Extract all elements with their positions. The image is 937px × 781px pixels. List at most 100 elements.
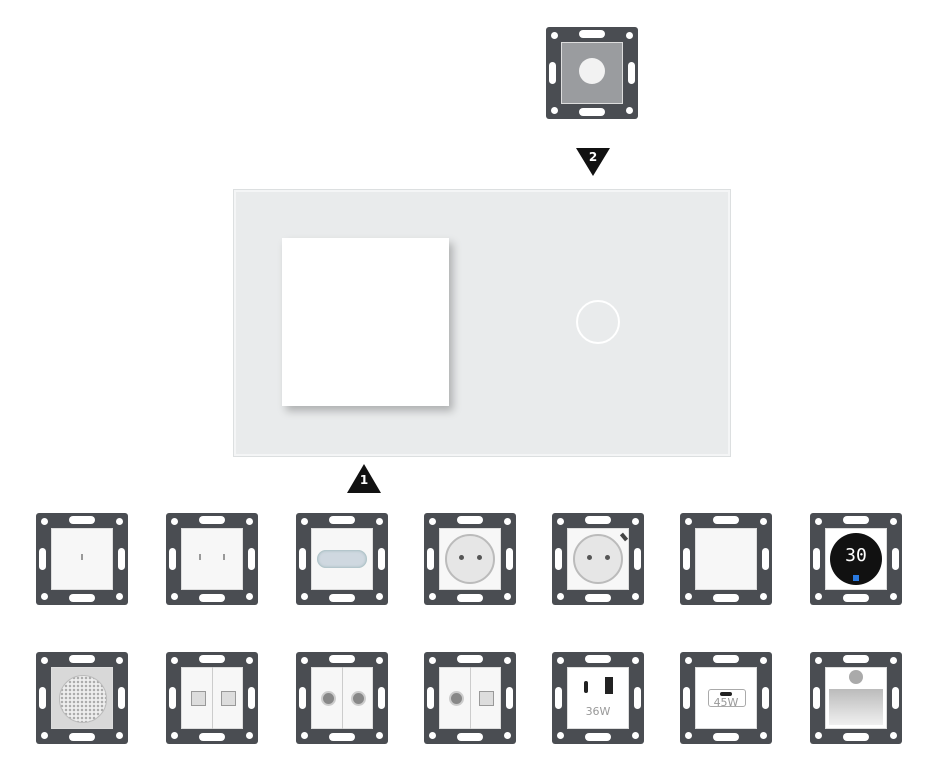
screw-hole bbox=[429, 518, 436, 525]
module-switch-1[interactable] bbox=[36, 513, 128, 605]
mount-slot bbox=[585, 733, 611, 741]
module-socket-usb[interactable] bbox=[552, 513, 644, 605]
rj45-port-icon bbox=[479, 691, 494, 706]
mount-slot bbox=[457, 594, 483, 602]
mount-slot bbox=[579, 30, 605, 38]
screw-hole bbox=[171, 518, 178, 525]
coax-port-icon bbox=[321, 691, 336, 706]
screw-hole bbox=[760, 518, 767, 525]
socket-pin-hole bbox=[459, 555, 464, 560]
screw-hole bbox=[890, 593, 897, 600]
motion-sensor-icon bbox=[849, 670, 863, 684]
module-tv-rj45[interactable] bbox=[424, 652, 516, 744]
module-thermostat[interactable]: 30 bbox=[810, 513, 902, 605]
home-icon bbox=[853, 575, 859, 581]
screw-hole bbox=[626, 107, 633, 114]
screw-hole bbox=[41, 657, 48, 664]
screw-hole bbox=[41, 518, 48, 525]
module-step-light[interactable] bbox=[810, 652, 902, 744]
screw-hole bbox=[626, 32, 633, 39]
module-face bbox=[695, 528, 757, 590]
touch-circle-icon[interactable] bbox=[576, 300, 620, 344]
module-rj45-double[interactable] bbox=[166, 652, 258, 744]
square-key-switch[interactable] bbox=[282, 238, 449, 406]
module-face bbox=[51, 528, 113, 590]
module-face bbox=[567, 528, 629, 590]
mount-slot bbox=[329, 733, 355, 741]
mount-slot bbox=[39, 548, 46, 570]
screw-hole bbox=[504, 518, 511, 525]
step-1-marker: 1 bbox=[347, 464, 381, 493]
screw-hole bbox=[815, 518, 822, 525]
thermostat-display: 30 bbox=[830, 533, 882, 585]
screw-hole bbox=[376, 518, 383, 525]
module-face: 36W bbox=[567, 667, 629, 729]
screw-hole bbox=[504, 657, 511, 664]
mount-slot bbox=[713, 655, 739, 663]
mount-slot bbox=[248, 548, 255, 570]
switch-indicator bbox=[223, 554, 225, 560]
module-usbc-charger[interactable]: 45W bbox=[680, 652, 772, 744]
mount-slot bbox=[199, 655, 225, 663]
mount-slot bbox=[843, 655, 869, 663]
socket-pin-hole bbox=[477, 555, 482, 560]
mount-slot bbox=[506, 548, 513, 570]
screw-hole bbox=[557, 593, 564, 600]
mount-slot bbox=[39, 687, 46, 709]
mount-slot bbox=[843, 516, 869, 524]
coax-port-icon bbox=[351, 691, 366, 706]
mount-slot bbox=[199, 733, 225, 741]
module-usb-charger[interactable]: 36W bbox=[552, 652, 644, 744]
mount-slot bbox=[585, 655, 611, 663]
mount-slot bbox=[843, 594, 869, 602]
screw-hole bbox=[171, 732, 178, 739]
module-face bbox=[825, 667, 887, 729]
mount-slot bbox=[457, 655, 483, 663]
mount-slot bbox=[585, 594, 611, 602]
screw-hole bbox=[890, 732, 897, 739]
module-rocker[interactable] bbox=[296, 513, 388, 605]
screw-hole bbox=[815, 657, 822, 664]
screw-hole bbox=[246, 657, 253, 664]
module-speaker[interactable] bbox=[36, 652, 128, 744]
screw-hole bbox=[246, 593, 253, 600]
module-switch-2[interactable] bbox=[166, 513, 258, 605]
mount-slot bbox=[813, 548, 820, 570]
mount-slot bbox=[329, 516, 355, 524]
module-face: 45W bbox=[695, 667, 757, 729]
usb-c-port-icon bbox=[584, 681, 588, 693]
mount-slot bbox=[457, 516, 483, 524]
screw-hole bbox=[760, 732, 767, 739]
mount-slot bbox=[118, 548, 125, 570]
screw-hole bbox=[632, 732, 639, 739]
mount-slot bbox=[585, 516, 611, 524]
mount-slot bbox=[634, 548, 641, 570]
screw-hole bbox=[632, 657, 639, 664]
rj45-port-icon bbox=[191, 691, 206, 706]
wattage-label: 45W bbox=[713, 696, 739, 709]
screw-hole bbox=[632, 518, 639, 525]
mount-slot bbox=[762, 548, 769, 570]
module-socket[interactable] bbox=[424, 513, 516, 605]
divider bbox=[212, 667, 213, 729]
mount-slot bbox=[118, 687, 125, 709]
screw-hole bbox=[116, 732, 123, 739]
mount-slot bbox=[427, 687, 434, 709]
mount-slot bbox=[69, 655, 95, 663]
module-tv-double[interactable] bbox=[296, 652, 388, 744]
mount-slot bbox=[378, 548, 385, 570]
mount-slot bbox=[549, 62, 556, 84]
rj45-port-icon bbox=[221, 691, 236, 706]
divider bbox=[470, 667, 471, 729]
module-face bbox=[311, 667, 373, 729]
screw-hole bbox=[376, 657, 383, 664]
module-blank[interactable] bbox=[680, 513, 772, 605]
screw-hole bbox=[760, 657, 767, 664]
socket-outlet-icon bbox=[445, 534, 495, 584]
screw-hole bbox=[116, 518, 123, 525]
screw-hole bbox=[504, 732, 511, 739]
mechanism-face bbox=[561, 42, 623, 104]
screw-hole bbox=[685, 593, 692, 600]
screw-hole bbox=[551, 32, 558, 39]
screw-hole bbox=[376, 593, 383, 600]
